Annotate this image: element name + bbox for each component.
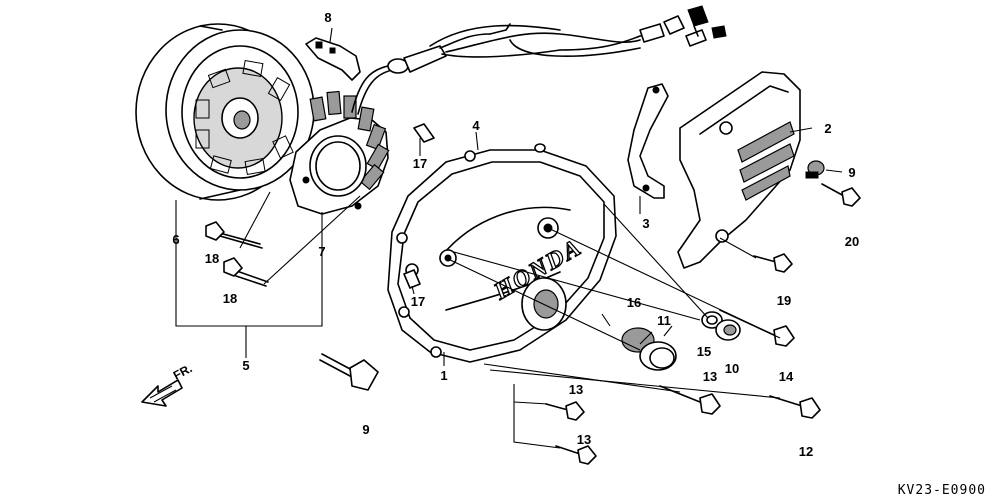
callout-19: 19	[777, 293, 791, 308]
callout-18-lower: 18	[223, 291, 237, 306]
callout-4: 4	[472, 118, 480, 133]
bolt-18-upper	[205, 221, 263, 249]
sprocket-cover	[677, 71, 801, 269]
front-arrow-label: FR.	[171, 361, 195, 382]
stator	[289, 90, 390, 215]
flywheel-bolt-9	[319, 353, 379, 391]
crankcase-cover: HONDA	[387, 143, 617, 363]
dowel-pin-17-top	[413, 123, 435, 143]
bolt-18-lower	[223, 257, 269, 287]
bolt-20	[821, 183, 861, 207]
callout-17-top: 17	[413, 156, 427, 171]
bolt-13-low	[555, 445, 597, 465]
callout-1: 1	[440, 368, 447, 383]
figure-code: KV23-E0900	[898, 483, 986, 498]
callout-17-lower: 17	[411, 294, 425, 309]
callout-14: 14	[779, 369, 794, 384]
callout-16: 16	[627, 295, 641, 310]
cap-10	[715, 319, 741, 341]
front-direction-arrow: FR.	[141, 361, 195, 407]
callout-8: 8	[324, 10, 331, 25]
callout-10: 10	[725, 361, 739, 376]
callout-13-right: 13	[703, 369, 717, 384]
dowel-pin-17-lower	[403, 269, 421, 289]
callout-20: 20	[845, 234, 859, 249]
cap-11	[621, 327, 677, 371]
callout-12: 12	[799, 444, 813, 459]
bolt-19	[753, 253, 793, 273]
clip-9-right	[805, 160, 825, 179]
callout-labels: 8 4 2 9 3 20 17 17 6 7 18 18 5 9 1 16 11…	[172, 10, 859, 459]
bolt-12	[769, 395, 821, 419]
callout-7: 7	[318, 244, 325, 259]
callout-9-lower: 9	[362, 422, 369, 437]
callout-13-mid: 13	[569, 382, 583, 397]
flywheel-rotor	[135, 23, 315, 201]
callout-6: 6	[172, 232, 179, 247]
callout-2: 2	[824, 121, 831, 136]
callout-9-right: 9	[848, 165, 855, 180]
pulser-bracket	[305, 37, 361, 81]
callout-5: 5	[242, 358, 249, 373]
leader-lines	[175, 27, 843, 449]
callout-3: 3	[642, 216, 649, 231]
o-ring-15	[701, 311, 723, 329]
callout-11: 11	[657, 313, 671, 328]
callout-13-low: 13	[577, 432, 591, 447]
bolt-13-mid	[545, 401, 585, 421]
callout-15: 15	[697, 344, 711, 359]
wire-harness	[351, 5, 727, 115]
callout-18-upper: 18	[205, 251, 219, 266]
guide-plate	[627, 83, 669, 199]
bolt-13-right	[659, 385, 721, 415]
